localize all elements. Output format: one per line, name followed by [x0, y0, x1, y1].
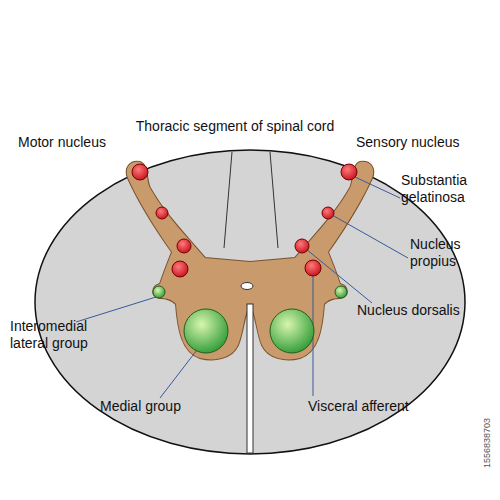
grey-matter-half [127, 162, 250, 360]
leader-line [355, 177, 400, 198]
medial-group-dot [270, 309, 314, 353]
watermark-number: 1556838703 [482, 418, 492, 468]
structure-label: Interomedial lateral group [10, 318, 120, 352]
medial-group-dot [184, 309, 228, 353]
lateral-group-dot [153, 286, 165, 298]
structure-label: Nucleus dorsalis [357, 302, 497, 319]
nucleus-dot [322, 207, 334, 219]
nucleus-dot [156, 207, 168, 219]
grey-matter-half [250, 162, 373, 360]
structure-label: Visceral afferent [308, 398, 468, 415]
nucleus-dot [172, 261, 188, 277]
grey-matter-half [250, 162, 373, 360]
dorsal-septum-line [270, 152, 278, 248]
structure-label: Substantia gelatinosa [401, 172, 493, 206]
leader-line [306, 249, 372, 303]
structure-label: Medial group [100, 398, 230, 415]
central-canal [241, 283, 253, 290]
sensory-and-motor-nuclei [132, 164, 357, 277]
grey-matter-half [127, 162, 250, 360]
nucleus-dot [341, 164, 357, 180]
motor-groups [153, 286, 347, 353]
nucleus-dot [132, 164, 148, 180]
leader-line [160, 346, 200, 398]
lateral-group-dot [335, 286, 347, 298]
nucleus-dot [295, 239, 309, 253]
dorsal-septum-line [224, 152, 232, 248]
leader-line [76, 297, 156, 322]
title-text: Thoracic segment of spinal cord [105, 118, 365, 135]
leader-lines [76, 177, 408, 398]
structure-label: Sensory nucleus [356, 134, 491, 151]
leader-line [332, 215, 408, 258]
structure-label: Nucleus propius [410, 236, 496, 270]
structure-label: Motor nucleus [18, 134, 148, 151]
nucleus-dot [305, 260, 321, 276]
nucleus-dot [177, 239, 191, 253]
anterior-median-fissure [247, 304, 253, 453]
